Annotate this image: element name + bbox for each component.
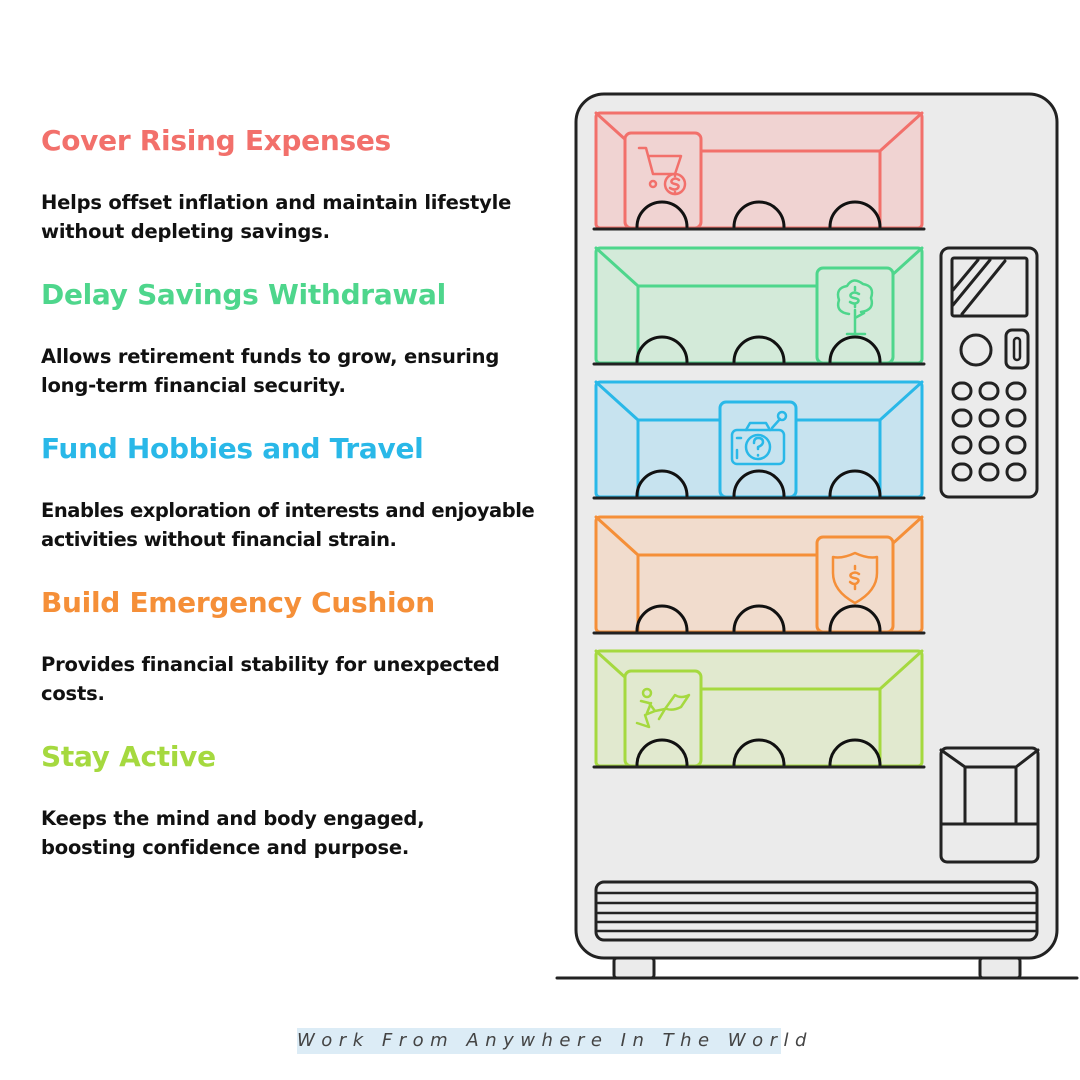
keypad-button — [978, 408, 1000, 428]
spiral-coil — [828, 469, 882, 498]
spiral-coil — [635, 469, 689, 498]
keypad-button — [951, 408, 973, 428]
spiral-coil — [635, 738, 689, 767]
money-tree-icon — [836, 279, 874, 336]
keypad-button — [1005, 381, 1027, 401]
dispenser-flap — [939, 746, 1040, 864]
keypad-button — [951, 435, 973, 455]
spiral-coil — [828, 604, 882, 633]
shield-dollar-icon — [831, 551, 879, 605]
keypad-button — [978, 381, 1000, 401]
shelf-3 — [592, 380, 926, 500]
runner-flag-icon — [635, 687, 691, 729]
spiral-coil — [635, 604, 689, 633]
item-description: Keeps the mind and body engaged, boostin… — [41, 807, 425, 859]
item-4: Build Emergency Cushion Provides financi… — [41, 586, 541, 708]
keypad-button — [951, 462, 973, 482]
item-description: Allows retirement funds to grow, ensurin… — [41, 345, 500, 397]
item-description: Helps offset inflation and maintain life… — [41, 191, 512, 243]
spiral-coil — [732, 469, 786, 498]
item-5: Stay Active Keeps the mind and body enga… — [41, 740, 541, 862]
spiral-coil — [828, 738, 882, 767]
camera-question-icon — [730, 410, 788, 466]
spiral-coil — [732, 335, 786, 364]
item-2: Delay Savings Withdrawal Allows retireme… — [41, 278, 541, 400]
display-screen — [950, 256, 1029, 318]
machine-foot — [978, 956, 1022, 980]
product-card — [623, 131, 703, 230]
keypad-button — [951, 381, 973, 401]
keypad-button — [978, 435, 1000, 455]
spiral-coil — [732, 200, 786, 229]
item-title: Stay Active — [41, 740, 216, 773]
control-panel — [939, 246, 1039, 499]
item-description: Enables exploration of interests and enj… — [41, 499, 535, 551]
machine-foot — [612, 956, 656, 980]
keypad — [951, 381, 1027, 482]
shelf-1 — [592, 111, 926, 231]
spiral-coil — [635, 200, 689, 229]
keypad-button — [978, 462, 1000, 482]
spiral-coil — [732, 604, 786, 633]
shelves — [592, 111, 926, 769]
coin-slot — [1004, 328, 1030, 370]
item-title: Build Emergency Cushion — [41, 586, 435, 619]
product-card — [623, 669, 703, 768]
item-3: Fund Hobbies and Travel Enables explorat… — [41, 432, 541, 554]
spiral-coil — [635, 335, 689, 364]
spiral-coil — [828, 200, 882, 229]
shopping-cart-dollar-icon — [637, 146, 687, 196]
shelf-5 — [592, 649, 926, 769]
keypad-button — [1005, 462, 1027, 482]
keypad-button — [1005, 408, 1027, 428]
shelf-2 — [592, 246, 926, 366]
item-title: Fund Hobbies and Travel — [41, 432, 424, 465]
item-title: Cover Rising Expenses — [41, 124, 391, 157]
bottom-vent — [594, 880, 1039, 942]
spiral-coil — [828, 335, 882, 364]
coin-button — [959, 333, 993, 367]
spiral-coil — [732, 738, 786, 767]
shelf-4 — [592, 515, 926, 635]
item-title: Delay Savings Withdrawal — [41, 278, 446, 311]
item-1: Cover Rising Expenses Helps offset infla… — [41, 124, 541, 246]
footer-tagline: Work From Anywhere In The World — [297, 1028, 806, 1054]
keypad-button — [1005, 435, 1027, 455]
item-description: Provides financial stability for unexpec… — [41, 653, 500, 705]
